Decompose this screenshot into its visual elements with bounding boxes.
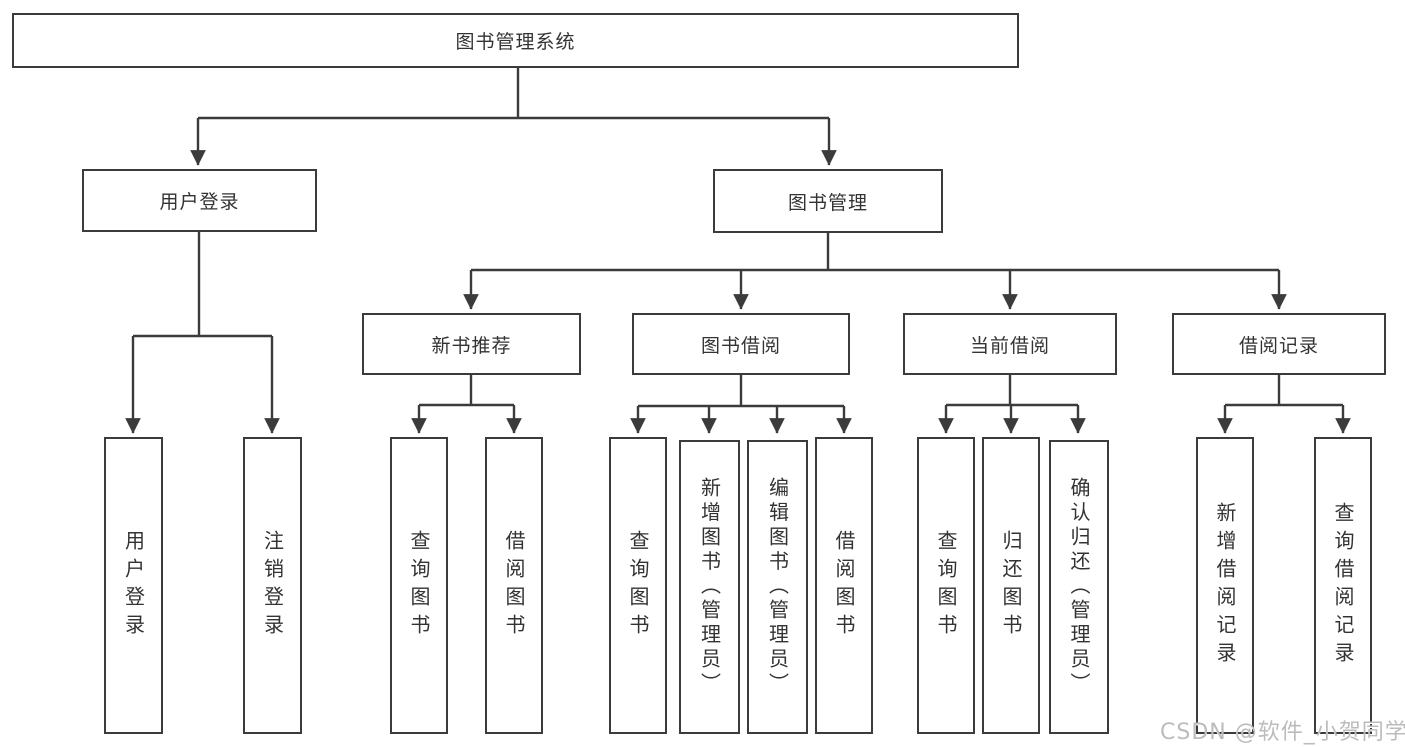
- node-root-library-system: 图书管理系统: [12, 13, 1019, 68]
- node-book-management: 图书管理: [713, 169, 943, 233]
- leaf-query-borrow-record: 查询借阅记录: [1314, 437, 1372, 734]
- node-label: 新增借阅记录: [1213, 501, 1237, 670]
- node-label: 图书管理: [787, 191, 868, 214]
- node-label: 编辑图书（管理员）: [765, 477, 790, 697]
- leaf-query-books-2: 查询图书: [609, 437, 667, 734]
- node-label: 用户登录: [121, 529, 146, 642]
- node-user-login-group: 用户登录: [82, 169, 317, 232]
- node-label: 图书借阅: [700, 334, 781, 357]
- node-label: 确认归还（管理员）: [1067, 477, 1091, 697]
- node-label: 当前借阅: [969, 334, 1050, 357]
- node-label: 查询图书: [934, 529, 958, 642]
- csdn-watermark: CSDN @软件_小贺同学: [1160, 720, 1405, 745]
- leaf-query-books-1: 查询图书: [390, 437, 448, 734]
- node-current-borrowing: 当前借阅: [903, 313, 1117, 375]
- node-label: 借阅记录: [1238, 334, 1319, 357]
- node-label: 借阅图书: [832, 529, 856, 642]
- leaf-borrow-books-2: 借阅图书: [815, 437, 873, 734]
- leaf-add-book-admin: 新增图书（管理员）: [679, 440, 740, 734]
- leaf-return-books: 归还图书: [982, 437, 1040, 734]
- node-label: 新书推荐: [431, 334, 512, 357]
- node-label: 借阅图书: [502, 529, 526, 642]
- leaf-borrow-books-1: 借阅图书: [485, 437, 543, 734]
- leaf-query-books-3: 查询图书: [917, 437, 975, 734]
- node-label: 用户登录: [159, 191, 240, 213]
- node-new-book-recommend: 新书推荐: [362, 313, 581, 375]
- node-label: 查询图书: [626, 529, 650, 642]
- node-label: 归还图书: [999, 529, 1023, 642]
- leaf-user-login: 用户登录: [104, 437, 163, 734]
- node-label: 查询图书: [407, 529, 431, 642]
- node-borrow-records: 借阅记录: [1172, 313, 1386, 375]
- node-book-borrowing: 图书借阅: [632, 313, 850, 375]
- node-label: 图书管理系统: [455, 31, 576, 53]
- leaf-confirm-return-admin: 确认归还（管理员）: [1049, 440, 1109, 734]
- leaf-logout: 注销登录: [243, 437, 302, 734]
- node-label: 注销登录: [260, 529, 285, 642]
- node-label: 查询借阅记录: [1331, 501, 1355, 670]
- leaf-edit-book-admin: 编辑图书（管理员）: [747, 440, 808, 734]
- leaf-add-borrow-record: 新增借阅记录: [1196, 437, 1254, 734]
- node-label: 新增图书（管理员）: [697, 477, 722, 697]
